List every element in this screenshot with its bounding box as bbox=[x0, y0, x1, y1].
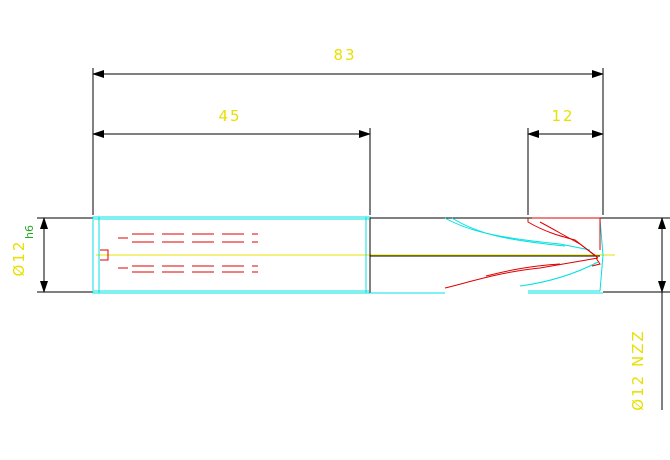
hidden-lines bbox=[118, 233, 258, 273]
cutting-edge bbox=[444, 257, 599, 289]
cutting-length-label: 12 bbox=[551, 107, 574, 125]
shank-length-dimension: 45 bbox=[92, 107, 371, 215]
cutting-diameter-dimension: Ø12 NZZ bbox=[603, 217, 670, 411]
tip-point bbox=[591, 257, 601, 267]
shank-body bbox=[92, 216, 371, 294]
cutting-diameter-label: Ø12 NZZ bbox=[629, 329, 647, 410]
cutting-edge bbox=[485, 263, 561, 277]
tip-outline bbox=[599, 218, 604, 292]
cutting-edge bbox=[527, 218, 599, 259]
center-hole bbox=[100, 249, 109, 261]
flute-curve bbox=[451, 217, 566, 247]
overall-length-label: 83 bbox=[333, 46, 356, 64]
cutting-body bbox=[369, 217, 604, 294]
shank-length-label: 45 bbox=[218, 107, 241, 125]
shank-tolerance-label: h6 bbox=[23, 225, 36, 239]
shank-diameter-label: Ø12 bbox=[10, 240, 28, 277]
cutting-edge bbox=[532, 217, 601, 250]
shank-diameter-dimension: Ø12 h6 bbox=[10, 217, 93, 293]
overall-length-dimension: 83 bbox=[92, 46, 604, 215]
cutting-edge bbox=[539, 221, 597, 257]
flute-curve bbox=[519, 261, 599, 287]
flute-curve bbox=[444, 217, 591, 251]
cutting-length-dimension: 12 bbox=[527, 107, 604, 215]
